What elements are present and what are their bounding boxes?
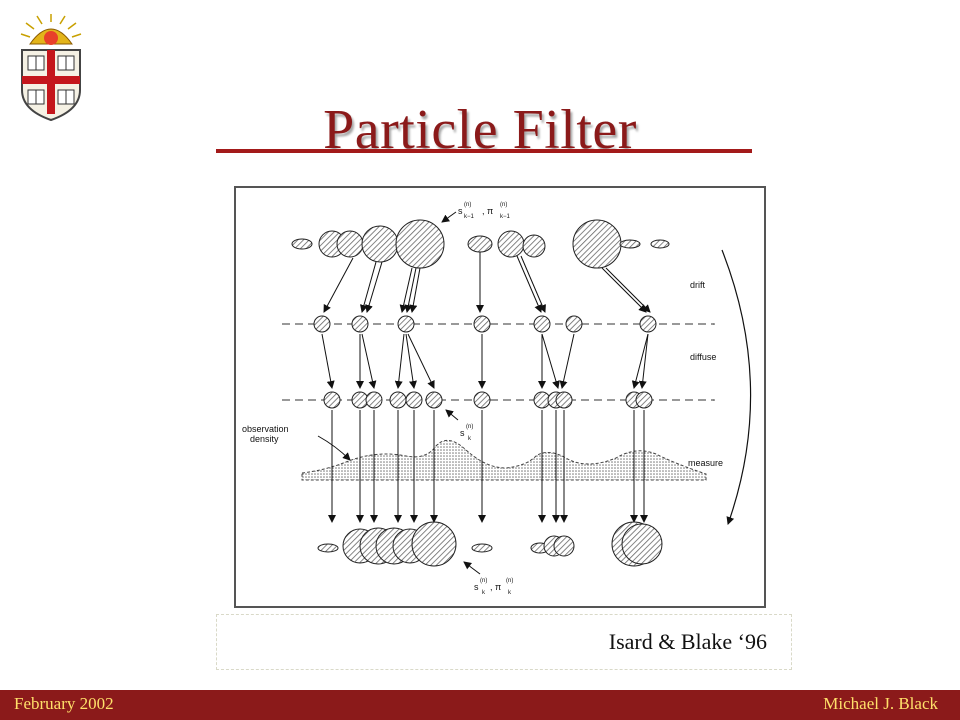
- svg-text:k−1: k−1: [500, 214, 511, 220]
- svg-text:(n): (n): [500, 202, 507, 208]
- particle-filter-diagram: drift diffuse measure observation densit…: [234, 186, 766, 608]
- svg-text:(n): (n): [464, 202, 471, 208]
- footer-date: February 2002: [14, 694, 114, 713]
- svg-text:, π: , π: [490, 582, 501, 592]
- svg-text:(n): (n): [506, 578, 513, 584]
- svg-text:(n): (n): [466, 424, 473, 430]
- observation-label-line1: observation: [242, 424, 289, 434]
- svg-text:s: s: [474, 582, 479, 592]
- title-underline: [216, 149, 752, 153]
- measure-arrows: [328, 410, 648, 523]
- drifted-particles: [313, 315, 657, 333]
- svg-text:, π: , π: [482, 206, 493, 216]
- svg-text:s: s: [458, 206, 463, 216]
- diffuse-arrows: [321, 333, 649, 389]
- svg-text:k: k: [508, 590, 512, 596]
- brown-university-shield-icon: [16, 12, 86, 124]
- diffused-particles: [323, 391, 653, 409]
- title-area: Particle Filter: [0, 98, 960, 168]
- svg-text:k: k: [468, 436, 472, 442]
- prior-particles: [291, 219, 670, 269]
- drift-label: drift: [690, 280, 706, 290]
- footer-author: Michael J. Black: [823, 694, 938, 713]
- posterior-particles: [317, 521, 663, 567]
- cycle-arrow: [721, 249, 752, 525]
- svg-text:(n): (n): [480, 578, 487, 584]
- prior-particle-label: s (n) k−1 , π (n) k−1: [458, 202, 511, 220]
- posterior-particle-label: s (n) k , π (n) k: [474, 578, 513, 596]
- measure-label: measure: [688, 458, 723, 468]
- sampled-particle-label: s (n) k: [460, 424, 473, 442]
- svg-text:s: s: [460, 428, 465, 438]
- footer-bar: February 2002 Michael J. Black: [0, 690, 960, 720]
- svg-text:k: k: [482, 590, 486, 596]
- svg-text:k−1: k−1: [464, 214, 475, 220]
- observation-density-curve: [301, 439, 707, 481]
- citation-caption: Isard & Blake ‘96: [608, 629, 767, 654]
- drift-arrows: [323, 252, 651, 313]
- caption-box: Isard & Blake ‘96: [216, 614, 792, 670]
- observation-label-line2: density: [250, 434, 279, 444]
- diffuse-label: diffuse: [690, 352, 716, 362]
- diagram-svg: drift diffuse measure observation densit…: [242, 202, 752, 596]
